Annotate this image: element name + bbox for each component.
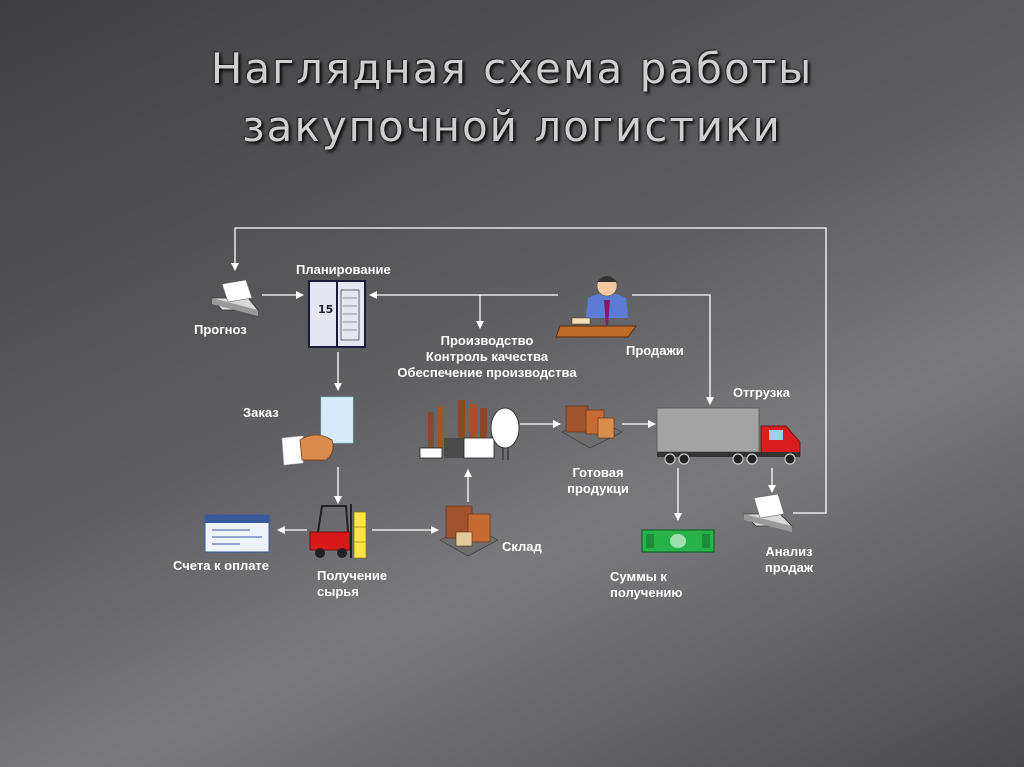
invoice-check-icon — [205, 515, 269, 552]
label-production-block: Производство Контроль качества Обеспечен… — [374, 333, 600, 381]
label-quality-control: Контроль качества — [374, 349, 600, 365]
label-sales-analysis: Анализ продаж — [752, 544, 826, 576]
label-receiving-line1: Получение — [317, 568, 387, 584]
printer-icon — [212, 280, 258, 316]
label-receiving-line2: сырья — [317, 584, 387, 600]
truck-icon — [657, 408, 800, 464]
label-receivables-line1: Суммы к — [610, 569, 683, 585]
salesman-desk-icon — [556, 276, 636, 337]
handshake-icon — [282, 435, 333, 465]
label-analysis-line2: продаж — [752, 560, 826, 576]
analysis-printer-icon — [744, 494, 792, 532]
label-invoices: Счета к оплате — [173, 558, 269, 574]
money-icon — [642, 530, 714, 552]
label-order: Заказ — [243, 405, 279, 421]
label-receivables-line2: получению — [610, 585, 683, 601]
label-production-support: Обеспечение производства — [374, 365, 600, 381]
factory-icon — [420, 400, 519, 460]
label-finished-line2: продукци — [548, 481, 648, 497]
label-planning: Планирование — [296, 262, 391, 278]
label-shipment: Отгрузка — [733, 385, 790, 401]
planning-binder-icon: 15 — [309, 281, 365, 347]
svg-text:15: 15 — [318, 303, 333, 316]
order-form-icon — [321, 397, 353, 443]
warehouse-pallet-icon — [440, 506, 498, 556]
label-receiving: Получение сырья — [317, 568, 387, 600]
label-production: Производство — [374, 333, 600, 349]
label-finished-goods: Готовая продукци — [548, 465, 648, 497]
label-analysis-line1: Анализ — [752, 544, 826, 560]
label-receivables: Суммы к получению — [610, 569, 683, 601]
label-finished-line1: Готовая — [548, 465, 648, 481]
label-warehouse: Склад — [502, 539, 542, 555]
label-forecast: Прогноз — [194, 322, 247, 338]
finished-goods-pallet-icon — [562, 406, 622, 448]
forklift-icon — [310, 504, 366, 558]
label-sales: Продажи — [626, 343, 684, 359]
